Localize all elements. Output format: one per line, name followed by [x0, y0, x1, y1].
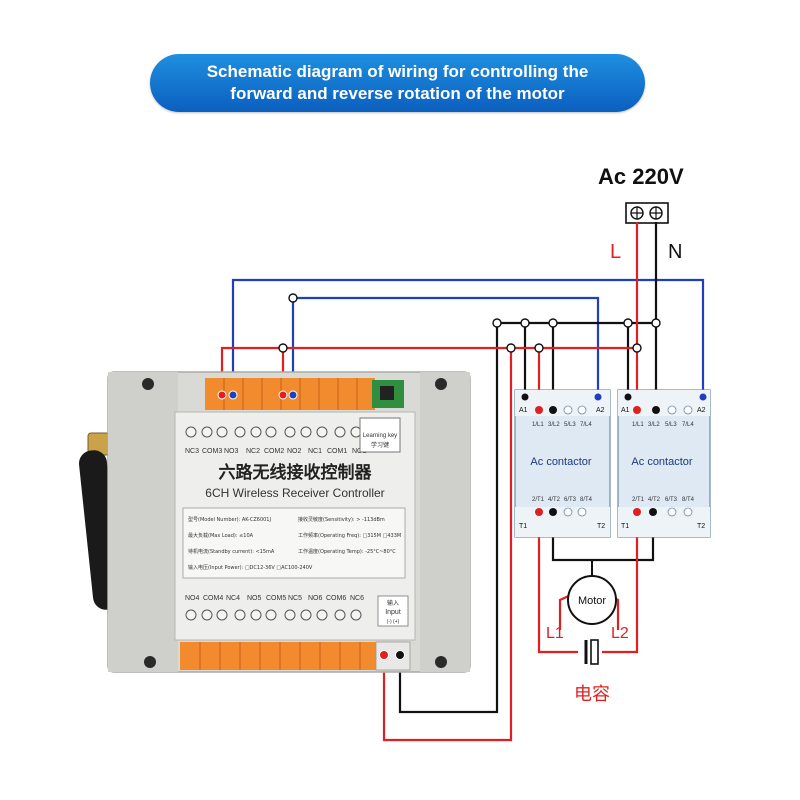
spec-3a: 待机电流(Standby current): <15mA — [188, 548, 275, 555]
term-top-7: NC1 — [308, 448, 322, 455]
contactor-1-t2: T2 — [597, 523, 605, 530]
contactor-1-pin-top-3: 5/L3 — [564, 422, 576, 428]
contactor-2-pin-top-1: 1/L1 — [632, 422, 644, 428]
bottom-terminal-labels: NO4 COM4 NC4 NO5 COM5 NC5 NO6 COM6 NC6 — [185, 595, 364, 602]
term-top-9: NO1 — [352, 448, 367, 455]
spec-2a: 最大负载(Max Load): ≤10A — [188, 532, 254, 539]
term-bot-9: NC6 — [350, 595, 364, 602]
contactor-2: A1 A2 1/L1 3/L2 5/L3 7/L4 2/T1 4/T2 6/T3… — [617, 389, 711, 538]
term-top-1: NC3 — [185, 448, 199, 455]
power-screw-right — [649, 206, 663, 220]
neutral-label: N — [668, 241, 682, 263]
bottom-screws — [185, 609, 362, 621]
contactor-2-pin-bot-2: 4/T2 — [648, 497, 661, 503]
term-bot-5: COM5 — [266, 595, 286, 602]
top-screws — [185, 426, 362, 438]
learning-key-label-cn: 学习键 — [371, 441, 389, 449]
term-bot-4: NO5 — [247, 595, 262, 602]
contactor-2-pin-bot-4: 8/T4 — [682, 497, 695, 503]
term-top-5: COM2 — [264, 448, 284, 455]
contactor-1-pin-bot-4: 8/T4 — [580, 497, 593, 503]
contactor-1-label: Ac contactor — [530, 456, 591, 468]
contactor-2-pin-bot-1: 2/T1 — [632, 497, 645, 503]
motor-l1-label: L1 — [546, 625, 564, 642]
contactor-1-pin-top-4: 7/L4 — [580, 422, 592, 428]
learning-key-label-box — [359, 417, 401, 453]
contactor-1-pin-bot-2: 4/T2 — [548, 497, 561, 503]
spec-1b: 接收灵敏度(Sensitivity): > -113dBm — [298, 516, 385, 523]
contactor-1-t1: T1 — [519, 523, 527, 530]
term-bot-7: NO6 — [308, 595, 323, 602]
spec-3b: 工作温度(Operating Temp): -25°C~80°C — [298, 548, 396, 555]
learning-key-label: Learning key — [363, 433, 397, 439]
input-label-box — [377, 595, 409, 627]
power-label: Ac 220V — [598, 164, 684, 189]
term-top-4: NC2 — [246, 448, 260, 455]
contactor-1-pin-top-2: 3/L2 — [548, 422, 560, 428]
spec-box — [182, 507, 406, 579]
live-label: L — [610, 241, 621, 263]
receiver-controller: NC3 COM3 NO3 NC2 COM2 NO2 NC1 COM1 NO1 L… — [79, 371, 471, 673]
contactor-1-a1: A1 — [519, 407, 528, 414]
contactor-1-a2: A2 — [596, 407, 605, 414]
term-top-8: COM1 — [327, 448, 347, 455]
term-top-2: COM3 — [202, 448, 222, 455]
term-bot-6: NC5 — [288, 595, 302, 602]
contactor-1-pin-bot-3: 6/T3 — [564, 497, 577, 503]
input-label-cn: 输入 — [387, 599, 399, 607]
contactor-2-pin-top-4: 7/L4 — [682, 422, 694, 428]
contactor-2-a1: A1 — [621, 407, 630, 414]
top-terminal-labels: NC3 COM3 NO3 NC2 COM2 NO2 NC1 COM1 NO1 — [185, 448, 367, 455]
contactor-2-pin-top-2: 3/L2 — [648, 422, 660, 428]
contactor-1-pin-top-1: 1/L1 — [532, 422, 544, 428]
title-banner: Schematic diagram of wiring for controll… — [150, 54, 645, 112]
contactor-1-pin-bot-1: 2/T1 — [532, 497, 545, 503]
bottom-terminal-strip — [180, 641, 411, 671]
input-pins-label: (-) (+) — [387, 619, 400, 625]
term-top-3: NO3 — [224, 448, 239, 455]
spec-1a: 型号(Model Number): AK-CZ6001J — [188, 516, 271, 523]
title-line-2: forward and reverse rotation of the moto… — [230, 84, 565, 103]
wired-top-terminals — [217, 390, 298, 400]
spec-4a: 输入电压(Input Power): □DC12-36V □AC100-240V — [188, 564, 313, 571]
motor-label: Motor — [578, 595, 606, 607]
contactor-2-label: Ac contactor — [631, 456, 692, 468]
mounting-holes — [142, 378, 447, 668]
term-bot-8: COM6 — [326, 595, 346, 602]
power-screw-left — [630, 206, 644, 220]
control-wires — [231, 278, 705, 395]
term-bot-2: COM4 — [203, 595, 223, 602]
contactor-2-pin-top-3: 5/L3 — [665, 422, 677, 428]
controller-title-en: 6CH Wireless Receiver Controller — [205, 486, 384, 500]
input-label: Input — [385, 609, 401, 616]
term-bot-1: NO4 — [185, 595, 200, 602]
input-minus-terminal — [395, 650, 405, 660]
capacitor-label: 电容 — [574, 684, 610, 705]
spec-2b: 工作频率(Operating Freq): □315M □433M — [298, 532, 401, 539]
contactor-2-t1: T1 — [621, 523, 629, 530]
contactor-2-t2: T2 — [697, 523, 705, 530]
contactor-1: A1 A2 1/L1 3/L2 5/L3 7/L4 2/T1 4/T2 6/T3… — [514, 389, 611, 538]
contactor-2-a2: A2 — [697, 407, 706, 414]
contactor-2-pin-bot-3: 6/T3 — [665, 497, 678, 503]
term-bot-3: NC4 — [226, 595, 240, 602]
motor-l2-label: L2 — [611, 625, 629, 642]
title-line-1: Schematic diagram of wiring for controll… — [206, 62, 589, 81]
spec-lines: 型号(Model Number): AK-CZ6001J 接收灵敏度(Sensi… — [188, 516, 401, 571]
controller-title-cn: 六路无线接收控制器 — [219, 462, 373, 483]
motor: Motor L1 L2 — [546, 560, 629, 642]
input-plus-terminal — [379, 650, 389, 660]
capacitor: 电容 — [574, 639, 610, 705]
term-top-6: NO2 — [287, 448, 302, 455]
wire-junctions — [278, 293, 661, 353]
